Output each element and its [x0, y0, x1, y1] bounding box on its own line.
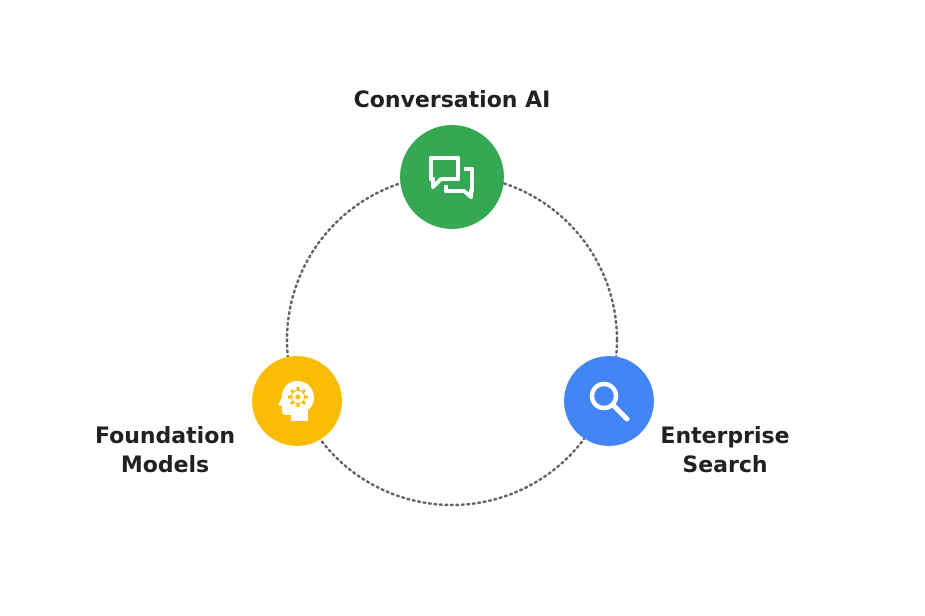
- foundation-models-node: [252, 356, 342, 446]
- enterprise-search-label: Enterprise Search: [640, 422, 810, 480]
- foundation-label-line2: Models: [120, 453, 210, 478]
- foundation-label-line1: Foundation: [94, 424, 235, 449]
- search-label-line2: Search: [682, 453, 768, 478]
- search-label-line1: Enterprise: [660, 424, 790, 449]
- conversation-ai-node: [400, 125, 504, 229]
- enterprise-search-node: [564, 356, 654, 446]
- conversation-ai-label: Conversation AI: [353, 88, 551, 113]
- chat-bubbles-icon: [429, 156, 474, 199]
- head-gear-icon: [278, 381, 314, 421]
- foundation-models-label: Foundation Models: [80, 422, 250, 480]
- magnifier-icon: [589, 381, 630, 422]
